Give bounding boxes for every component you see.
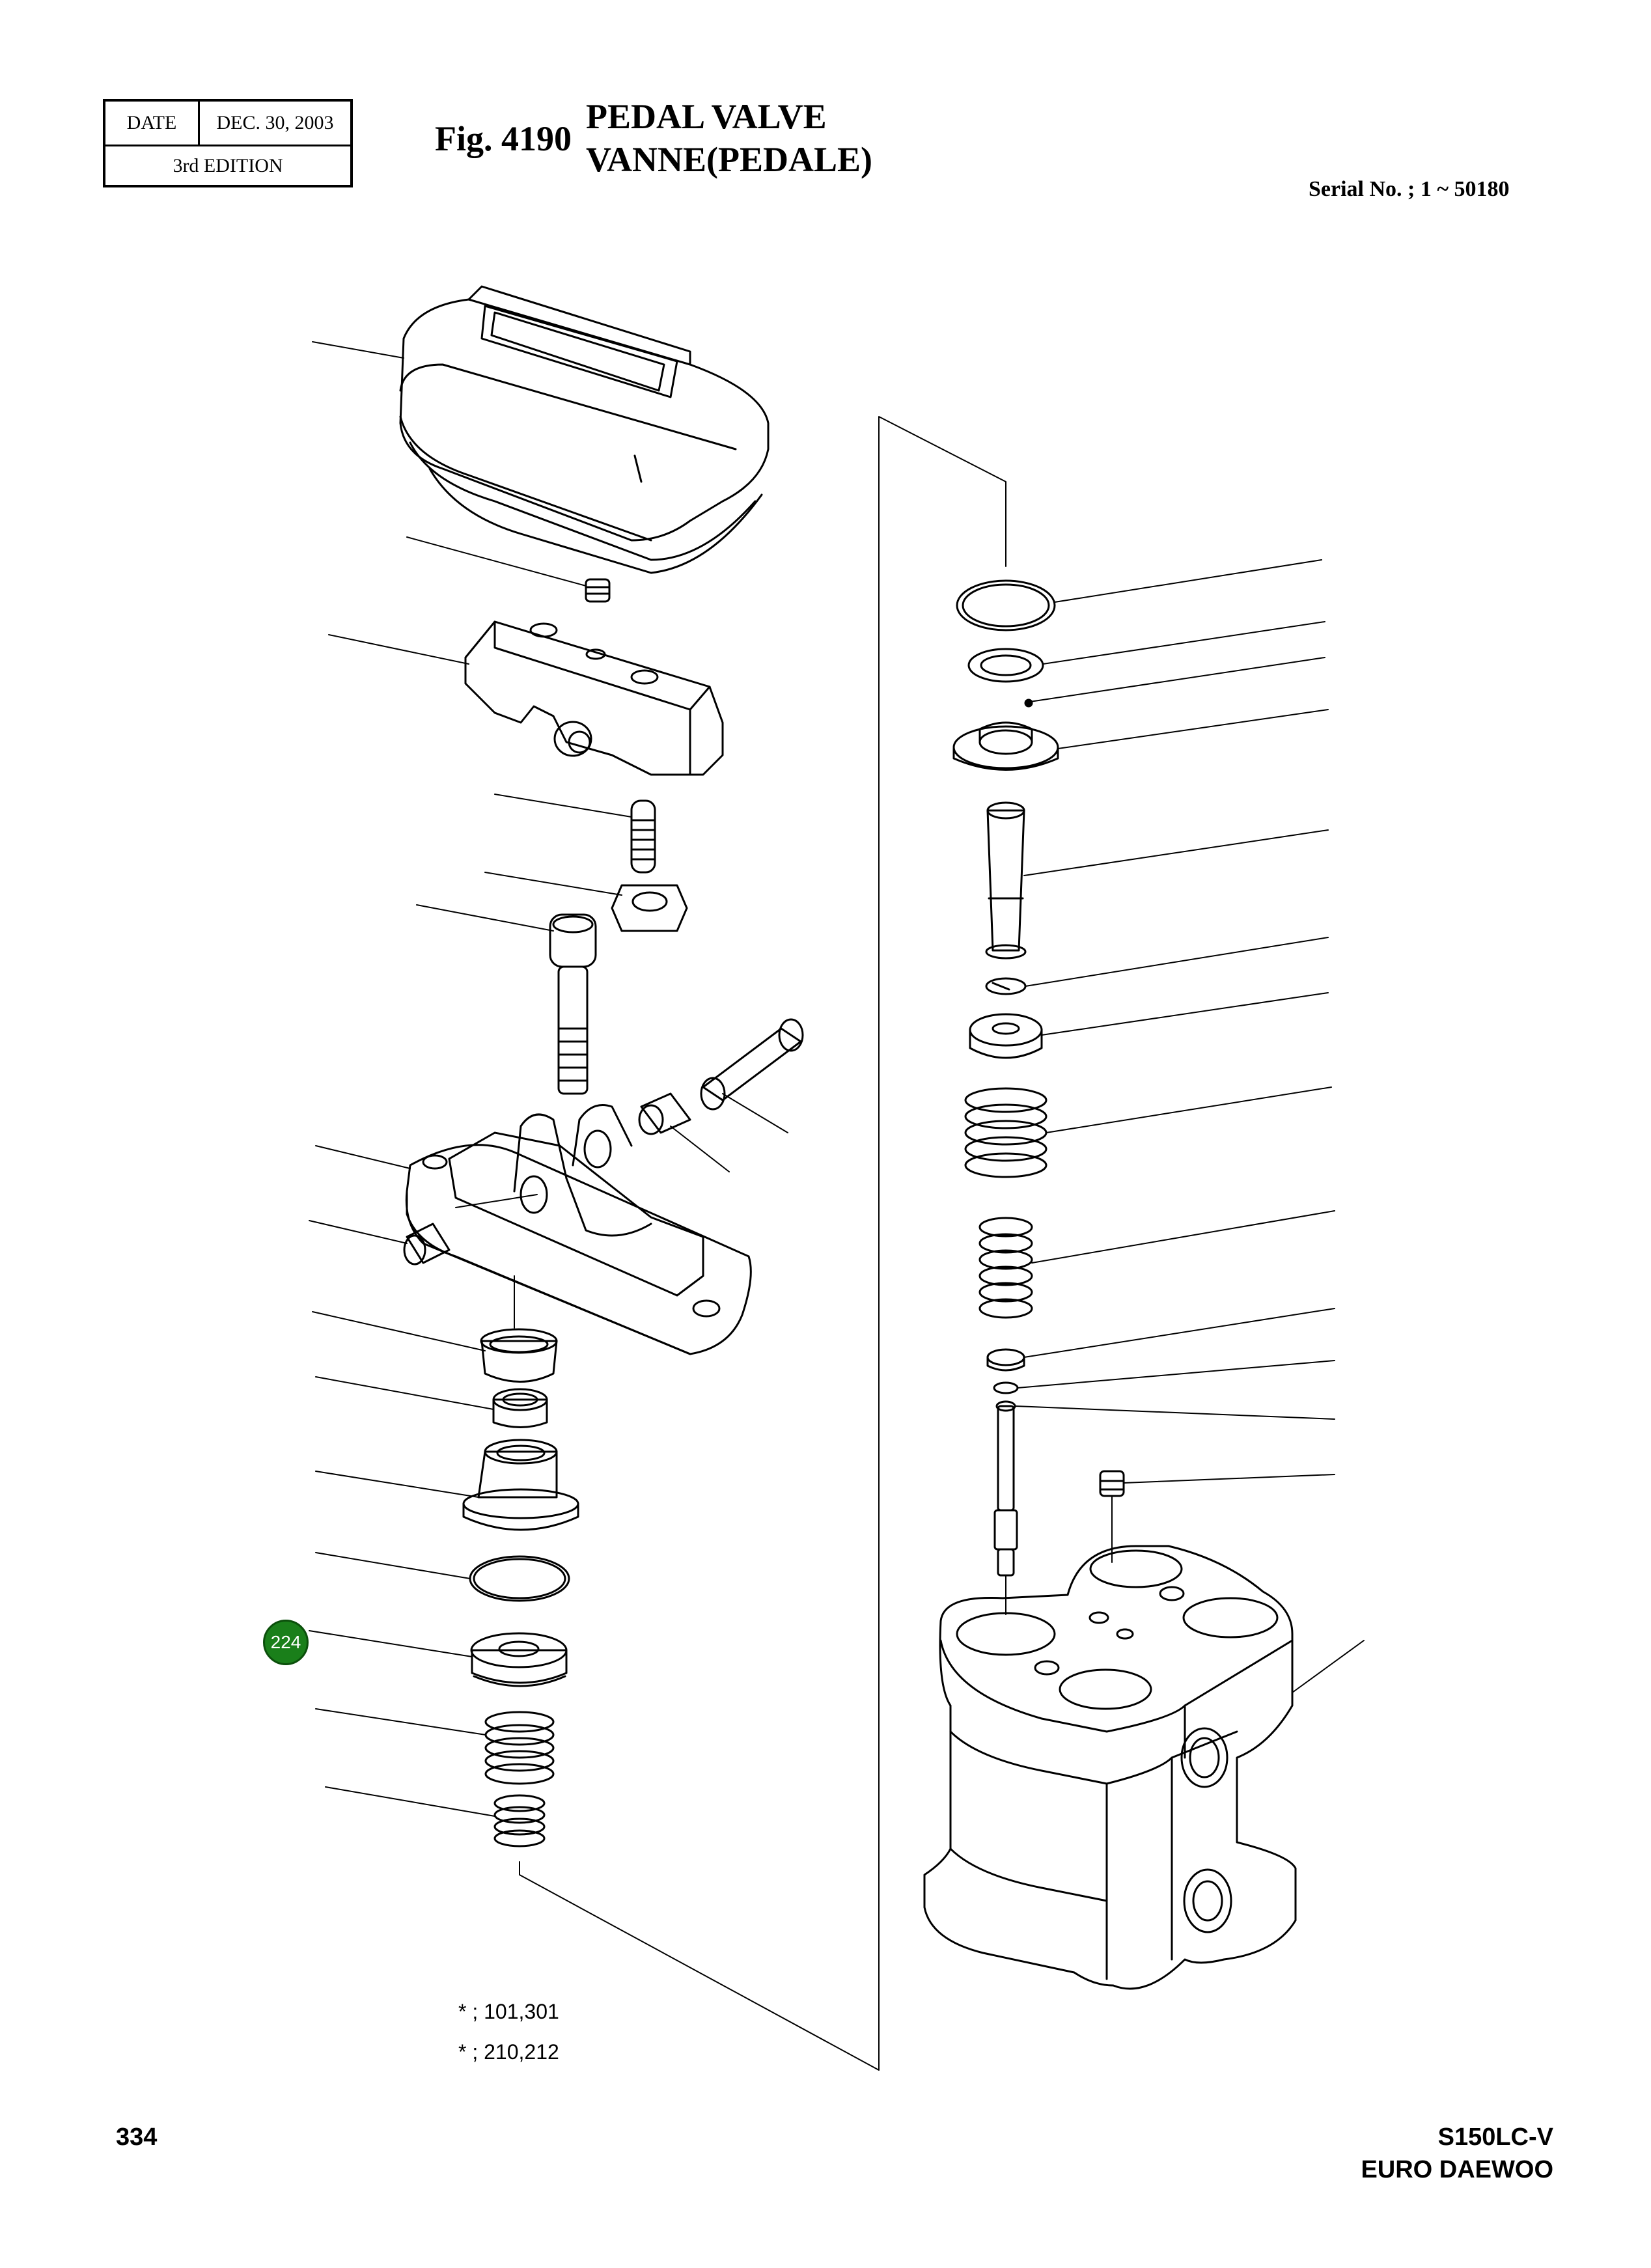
bushing-left[interactable] — [403, 1223, 451, 1265]
note-line-2: * ; 210,212 — [458, 2040, 559, 2064]
stamp-date-label: DATE — [105, 102, 200, 145]
brand-name: EURO DAEWOO — [1361, 2156, 1553, 2183]
push-rod[interactable] — [985, 801, 1027, 960]
pedal-pin[interactable] — [700, 1018, 804, 1111]
snap-ring[interactable] — [985, 977, 1027, 995]
backup-ring[interactable] — [967, 648, 1044, 683]
washer-small[interactable] — [993, 1381, 1019, 1394]
note-line-1: * ; 101,301 — [458, 2000, 559, 2023]
washer-plug[interactable] — [470, 1632, 568, 1687]
plug-guide[interactable] — [462, 1439, 579, 1531]
callout-badge[interactable]: 224 — [263, 1620, 309, 1665]
guide-collar-right[interactable] — [952, 721, 1059, 771]
rubber-boot-part[interactable] — [399, 285, 770, 574]
figure-title-french: VANNE(PEDALE) — [586, 140, 873, 179]
socket-cap-bolt[interactable] — [549, 913, 597, 1095]
stamp-date-value: DEC. 30, 2003 — [216, 112, 334, 133]
serial-number-range: Serial No. ; 1 ~ 50180 — [1309, 177, 1510, 201]
plug-screw-right[interactable] — [1099, 1470, 1125, 1497]
figure-number: Fig. 4190 — [435, 119, 572, 158]
leader-lines-left — [309, 341, 788, 1817]
bushing-right[interactable] — [638, 1092, 691, 1135]
stamp-edition: 3rd EDITION — [173, 155, 283, 176]
spring-lower-left[interactable] — [493, 1794, 546, 1847]
figure-title-english: PEDAL VALVE — [586, 97, 827, 136]
model-name: S150LC-V — [1437, 2123, 1553, 2151]
spring-seat-right[interactable] — [969, 1013, 1043, 1059]
date-edition-stamp: DATE DEC. 30, 2003 3rd EDITION — [103, 99, 353, 187]
o-ring-right-top[interactable] — [956, 579, 1056, 631]
spring-upper-left[interactable] — [484, 1711, 555, 1785]
o-ring-left[interactable] — [469, 1555, 570, 1602]
spool[interactable] — [993, 1400, 1018, 1577]
pedal-cam-part[interactable] — [464, 620, 724, 776]
leader-lines-right — [1015, 559, 1365, 1693]
adjusting-screw[interactable] — [630, 799, 656, 874]
guide-bushing[interactable] — [480, 1328, 558, 1383]
stamp-date-row: DATE DEC. 30, 2003 — [105, 102, 350, 146]
valve-body[interactable] — [923, 1545, 1297, 1990]
spring-inner-right[interactable] — [978, 1217, 1033, 1319]
set-screw-top[interactable] — [585, 578, 611, 603]
spring-outer-right[interactable] — [964, 1087, 1047, 1178]
page-number: 334 — [116, 2123, 158, 2151]
pedal-base-plate[interactable] — [405, 1104, 752, 1355]
hex-nut[interactable] — [611, 884, 688, 932]
spring-retainer[interactable] — [986, 1348, 1025, 1372]
oil-seal[interactable] — [492, 1388, 548, 1428]
